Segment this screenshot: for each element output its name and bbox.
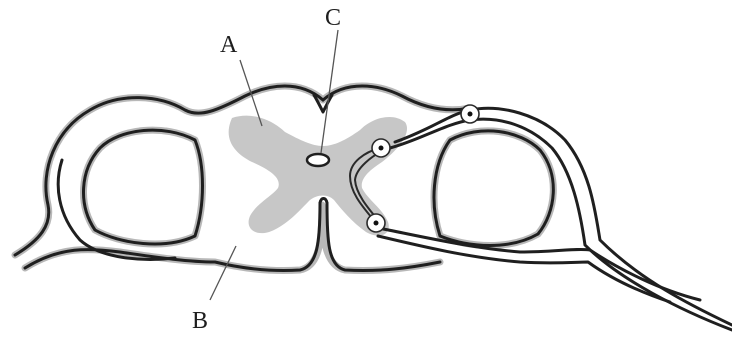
label-b: B	[192, 308, 208, 334]
interneuron-body	[372, 139, 390, 157]
spinal-nerve	[378, 108, 732, 330]
central-canal	[307, 154, 329, 166]
motor-neuron-body	[367, 214, 385, 232]
label-b-leader	[210, 246, 236, 300]
label-a: A	[220, 32, 238, 58]
right-white-matter-ring	[434, 131, 553, 246]
label-c: C	[325, 5, 341, 31]
sensory-neuron-body	[461, 105, 479, 123]
left-white-matter-ring	[58, 130, 202, 259]
